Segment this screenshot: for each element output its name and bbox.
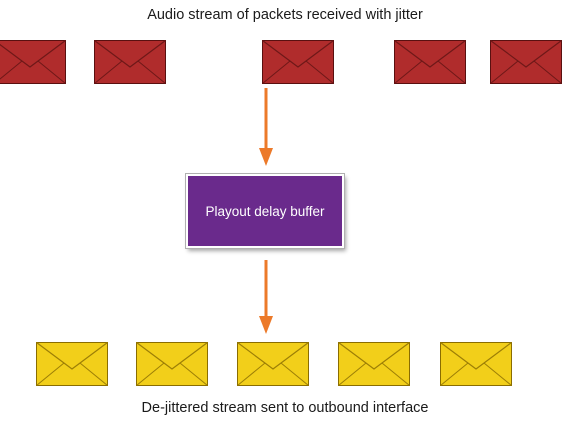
buffer-label: Playout delay buffer [205,203,325,219]
dejittered-packet-envelope [237,342,309,386]
top-caption: Audio stream of packets received with ji… [147,7,423,23]
envelope-icon [94,40,166,84]
envelope-icon [36,342,108,386]
playout-delay-buffer: Playout delay buffer [185,173,345,249]
jitter-packet-envelope [262,40,334,84]
envelope-icon [262,40,334,84]
jitter-packet-envelope [490,40,562,84]
dejittered-packet-envelope [338,342,410,386]
envelope-icon [136,342,208,386]
envelope-icon [490,40,562,84]
bottom-caption: De-jittered stream sent to outbound inte… [141,400,429,416]
dejittered-packet-envelope [440,342,512,386]
envelope-icon [440,342,512,386]
envelope-icon [338,342,410,386]
dejittered-packet-envelope [36,342,108,386]
envelope-icon [394,40,466,84]
jitter-packet-envelope [94,40,166,84]
envelope-icon [237,342,309,386]
jitter-packet-envelope [394,40,466,84]
envelope-icon [0,40,66,84]
arrow-down-icon [256,260,276,336]
jitter-packet-envelope [0,40,66,84]
arrow-down-icon [256,88,276,168]
dejittered-packet-envelope [136,342,208,386]
